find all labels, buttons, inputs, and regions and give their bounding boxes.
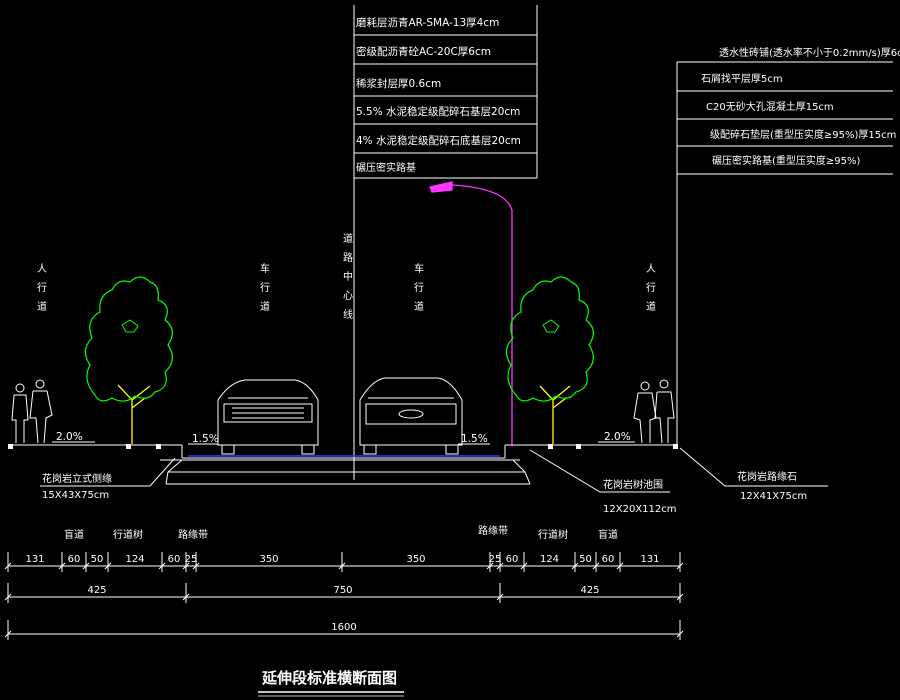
dimension-line bbox=[486, 562, 494, 570]
right-curb-size: 12X41X75cm bbox=[740, 491, 807, 502]
right-tree bbox=[505, 276, 594, 444]
dim-name-edge-strip-left: 路缘带 bbox=[178, 528, 208, 541]
dimension-line bbox=[676, 630, 684, 638]
dimension-value: 131 bbox=[640, 554, 659, 565]
dimension-value: 124 bbox=[125, 554, 144, 565]
sidewalk-structure-table bbox=[676, 61, 893, 446]
left-sidewalk-label: 人行道 bbox=[37, 263, 47, 313]
dimension-line bbox=[4, 593, 12, 601]
left-road-slope: 1.5% bbox=[192, 433, 219, 445]
dimension-subtotal: 425 bbox=[87, 585, 106, 596]
right-car bbox=[359, 377, 463, 455]
right-lane-label: 车行道 bbox=[414, 262, 424, 313]
dimension-line bbox=[58, 562, 66, 570]
dim-name-tree-row-left: 行道树 bbox=[113, 528, 143, 541]
dim-name-blind-path-left: 盲道 bbox=[64, 528, 84, 541]
dim-name-tree-row-right: 行道树 bbox=[538, 528, 568, 541]
dim-name-blind-path-right: 盲道 bbox=[598, 528, 618, 541]
dimension-line bbox=[496, 593, 504, 601]
tree-pit-size: 12X20X112cm bbox=[603, 504, 676, 515]
dimension-line bbox=[4, 562, 12, 570]
drawing-title: 延伸段标准横断面图 bbox=[261, 669, 397, 687]
sidewalk-layer-concrete-text: C20无砂大孔混凝土厚15cm bbox=[706, 100, 834, 113]
dimension-total: 1600 bbox=[331, 622, 356, 633]
sidewalk-layer-leveling-text: 石屑找平层厚5cm bbox=[701, 72, 783, 85]
dimension-line bbox=[338, 562, 346, 570]
dimension-line bbox=[104, 562, 112, 570]
left-car bbox=[217, 379, 319, 455]
left-curb-name: 花岗岩立式侧缘 bbox=[42, 472, 112, 485]
dimension-line bbox=[82, 562, 90, 570]
layer-subgrade-text: 碾压密实路基 bbox=[356, 161, 416, 174]
dimension-line bbox=[571, 562, 579, 570]
dimension-subtotal: 750 bbox=[333, 585, 352, 596]
layer-middle-text: 密级配沥青砼AC-20C厚6cm bbox=[356, 45, 491, 58]
dimension-value: 60 bbox=[602, 554, 615, 565]
left-pedestrians bbox=[11, 379, 53, 444]
dimension-subtotal: 425 bbox=[580, 585, 599, 596]
dimension-chains: 131 60 50 124 60 25 350 350 25 60 124 50 60 131 425 750… bbox=[4, 552, 684, 640]
right-road-slope: 1.5% bbox=[461, 433, 488, 445]
dimension-value: 131 bbox=[25, 554, 44, 565]
layer-base-text: 5.5% 水泥稳定级配碎石基层20cm bbox=[356, 105, 520, 118]
dimension-line bbox=[158, 562, 166, 570]
right-pedestrians bbox=[633, 379, 675, 444]
layer-subbase-text: 4% 水泥稳定级配碎石底基层20cm bbox=[356, 134, 521, 147]
dimension-value: 50 bbox=[91, 554, 104, 565]
dimension-line bbox=[676, 562, 684, 570]
road-profile bbox=[8, 444, 677, 485]
dimension-value: 350 bbox=[259, 554, 278, 565]
dimension-value: 60 bbox=[506, 554, 519, 565]
dimension-line bbox=[592, 562, 600, 570]
dimension-value: 50 bbox=[579, 554, 592, 565]
dimension-value: 25 bbox=[185, 554, 198, 565]
curb-blocks bbox=[8, 444, 678, 449]
sidewalk-layer-paver-text: 透水性砖铺(透水率不小于0.2mm/s)厚6cm bbox=[719, 46, 900, 59]
left-curb-size: 15X43X75cm bbox=[42, 490, 109, 501]
street-light bbox=[429, 181, 513, 446]
dimension-value: 60 bbox=[168, 554, 181, 565]
dimension-line bbox=[182, 562, 190, 570]
dimension-value: 350 bbox=[406, 554, 425, 565]
dimension-line bbox=[182, 593, 190, 601]
dimension-value: 60 bbox=[68, 554, 81, 565]
right-sidewalk-label: 人行道 bbox=[646, 263, 656, 313]
dimension-line bbox=[496, 562, 504, 570]
left-sidewalk-slope: 2.0% bbox=[56, 431, 83, 443]
curb-leaders bbox=[40, 447, 828, 493]
dimension-value: 25 bbox=[489, 554, 502, 565]
layer-seal-text: 稀浆封层厚0.6cm bbox=[356, 77, 441, 90]
dimension-line bbox=[676, 593, 684, 601]
dim-name-edge-strip-right: 路缘带 bbox=[478, 524, 508, 537]
dimension-line bbox=[4, 630, 12, 638]
dimension-line bbox=[520, 562, 528, 570]
sidewalk-layer-subgrade-text: 碾压密实路基(重型压实度≥95%) bbox=[712, 154, 861, 167]
layer-surface-text: 磨耗层沥青AR-SMA-13厚4cm bbox=[356, 16, 499, 29]
left-lane-label: 车行道 bbox=[260, 262, 270, 313]
dimension-line bbox=[192, 562, 200, 570]
tree-pit-name: 花岗岩树池围 bbox=[603, 478, 663, 491]
left-tree bbox=[84, 276, 173, 444]
sidewalk-layer-gravel-text: 级配碎石垫层(重型压实度≥95%)厚15cm bbox=[710, 128, 896, 141]
dimension-value: 124 bbox=[540, 554, 559, 565]
right-sidewalk-slope: 2.0% bbox=[604, 431, 631, 443]
center-pavement-structure-table bbox=[353, 5, 538, 480]
dimension-line bbox=[616, 562, 624, 570]
centerline-label: 道路中心线 bbox=[343, 232, 353, 321]
right-curb-name: 花岗岩路缘石 bbox=[737, 470, 797, 483]
